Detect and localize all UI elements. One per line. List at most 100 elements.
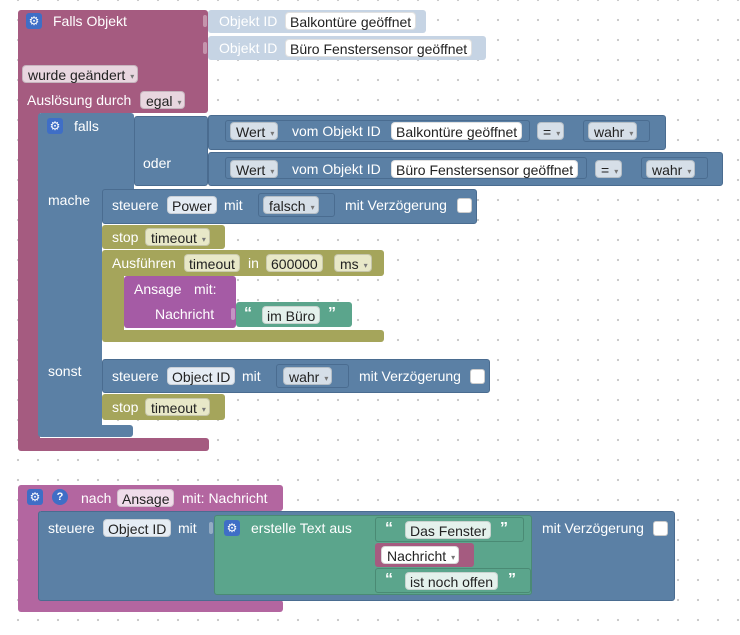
chevron-down-icon: ▾ (451, 553, 456, 562)
timeout-block-spine (102, 270, 124, 340)
chevron-down-icon: ▾ (614, 167, 619, 176)
if-block-spine (38, 180, 102, 436)
steuere-label: steuere (112, 197, 159, 213)
vom-objekt-label: vom Objekt ID (292, 123, 381, 139)
chevron-down-icon: ▾ (629, 129, 634, 138)
steuere-label: steuere (48, 520, 95, 536)
variable-dropdown[interactable]: Nachricht ▾ (381, 546, 460, 564)
steuere-target-field[interactable]: Object ID (167, 367, 236, 385)
function-name-field[interactable]: Ansage (117, 489, 175, 507)
chevron-down-icon: ▾ (177, 98, 182, 107)
oder-label: oder (143, 155, 172, 171)
function-spine (18, 505, 40, 610)
bool-dropdown[interactable]: wahr ▾ (588, 122, 638, 140)
stop-target-value: timeout (151, 400, 197, 416)
object-name-field[interactable]: Büro Fenstersensor geöffnet (285, 39, 473, 57)
delay-label: mit Verzögerung (359, 368, 461, 384)
bool-dropdown[interactable]: falsch▾ (263, 196, 319, 214)
wert-dropdown[interactable]: Wert ▾ (230, 160, 279, 178)
gear-icon[interactable]: ⚙ (26, 13, 42, 29)
gear-icon[interactable]: ⚙ (27, 489, 43, 505)
in-label: in (248, 255, 259, 271)
timeout-ms-field[interactable]: 600000 (266, 254, 323, 272)
steuere-target-field[interactable]: Power (167, 196, 217, 214)
delay-label: mit Verzögerung (345, 197, 447, 213)
steuere-label: steuere (112, 368, 159, 384)
chevron-down-icon: ▾ (363, 261, 368, 270)
stop-target-dropdown[interactable]: timeout ▾ (145, 228, 210, 246)
delay-checkbox[interactable] (457, 198, 472, 213)
wert-value: Wert (236, 162, 266, 178)
bool-dropdown[interactable]: wahr▾ (646, 160, 696, 178)
text-field[interactable]: ist noch offen (405, 572, 499, 590)
mit-label: mit (242, 368, 261, 384)
nach-label: nach (81, 490, 112, 506)
ausloesung-dropdown[interactable]: egal ▾ (140, 91, 186, 109)
timeout-name-field[interactable]: timeout (184, 254, 240, 272)
chevron-down-icon: ▾ (556, 129, 561, 138)
delay-checkbox[interactable] (470, 369, 485, 384)
ansage-call-label: Ansage (134, 281, 182, 297)
chevron-down-icon: ▾ (270, 167, 275, 176)
operator-value: = (601, 162, 610, 178)
quote-close-icon: ” (328, 305, 336, 322)
ausloesung-value: egal (146, 93, 173, 109)
stop-label: stop (112, 399, 139, 415)
sonst-label: sonst (48, 363, 82, 379)
mit-label: mit (224, 197, 243, 213)
socket-tab (203, 15, 207, 27)
vom-objekt-label: vom Objekt ID (292, 161, 381, 177)
gear-icon[interactable]: ⚙ (47, 118, 63, 134)
timeout-block-footer (102, 330, 384, 342)
trigger-block-footer (18, 438, 209, 451)
socket-tab (203, 42, 207, 54)
ansage-mit-label: mit: (194, 281, 217, 297)
falls-label: falls (74, 118, 99, 134)
gear-icon[interactable]: ⚙ (224, 520, 240, 536)
trigger-dropdown-value: wurde geändert (28, 67, 126, 83)
wert-dropdown[interactable]: Wert ▾ (230, 122, 279, 140)
stop-target-dropdown[interactable]: timeout ▾ (145, 398, 210, 416)
bool-dropdown[interactable]: wahr ▾ (283, 367, 333, 385)
socket-tab (231, 308, 235, 320)
bool-value: wahr (289, 369, 320, 385)
oder-block[interactable] (134, 116, 208, 186)
mache-label: mache (48, 192, 91, 208)
mit-label: mit (178, 520, 197, 536)
text-field[interactable]: im Büro (262, 306, 321, 324)
quote-close-icon: ” (508, 571, 516, 588)
bool-value: falsch (269, 198, 306, 214)
chevron-down-icon: ▾ (324, 374, 329, 383)
chevron-down-icon: ▾ (201, 235, 206, 244)
condition-object-field[interactable]: Büro Fenstersensor geöffnet (391, 160, 579, 178)
timeout-unit-dropdown[interactable]: ms▾ (334, 254, 372, 272)
chevron-down-icon: ▾ (130, 72, 135, 81)
socket-tab (209, 522, 213, 534)
condition-object-field[interactable]: Balkontüre geöffnet (391, 122, 523, 140)
help-icon[interactable]: ? (52, 489, 68, 505)
stop-target-value: timeout (151, 230, 197, 246)
bool-value: wahr (652, 162, 683, 178)
function-params-label: mit: Nachricht (182, 490, 268, 506)
object-id-label: Objekt ID (219, 40, 278, 56)
chevron-down-icon: ▾ (270, 129, 275, 138)
quote-close-icon: ” (500, 520, 508, 537)
chevron-down-icon: ▾ (201, 405, 206, 414)
object-name-field[interactable]: Balkontüre geöffnet (285, 12, 417, 30)
ausloesung-label: Auslösung durch (27, 92, 132, 108)
delay-label: mit Verzögerung (542, 520, 644, 536)
bool-value: wahr (594, 124, 625, 140)
operator-dropdown[interactable]: =▾ (537, 122, 565, 140)
variable-value: Nachricht (387, 548, 447, 564)
wert-value: Wert (236, 124, 266, 140)
object-id-label: Objekt ID (219, 13, 278, 29)
operator-dropdown[interactable]: =▾ (595, 160, 623, 178)
steuere-target-field[interactable]: Object ID (103, 519, 172, 537)
quote-open-icon: “ (385, 571, 393, 588)
operator-value: = (543, 124, 552, 140)
ansage-call-block[interactable] (124, 276, 236, 328)
trigger-dropdown[interactable]: wurde geändert ▾ (22, 65, 139, 83)
delay-checkbox[interactable] (653, 521, 668, 536)
quote-open-icon: “ (244, 305, 252, 322)
text-field[interactable]: Das Fenster (405, 521, 492, 539)
